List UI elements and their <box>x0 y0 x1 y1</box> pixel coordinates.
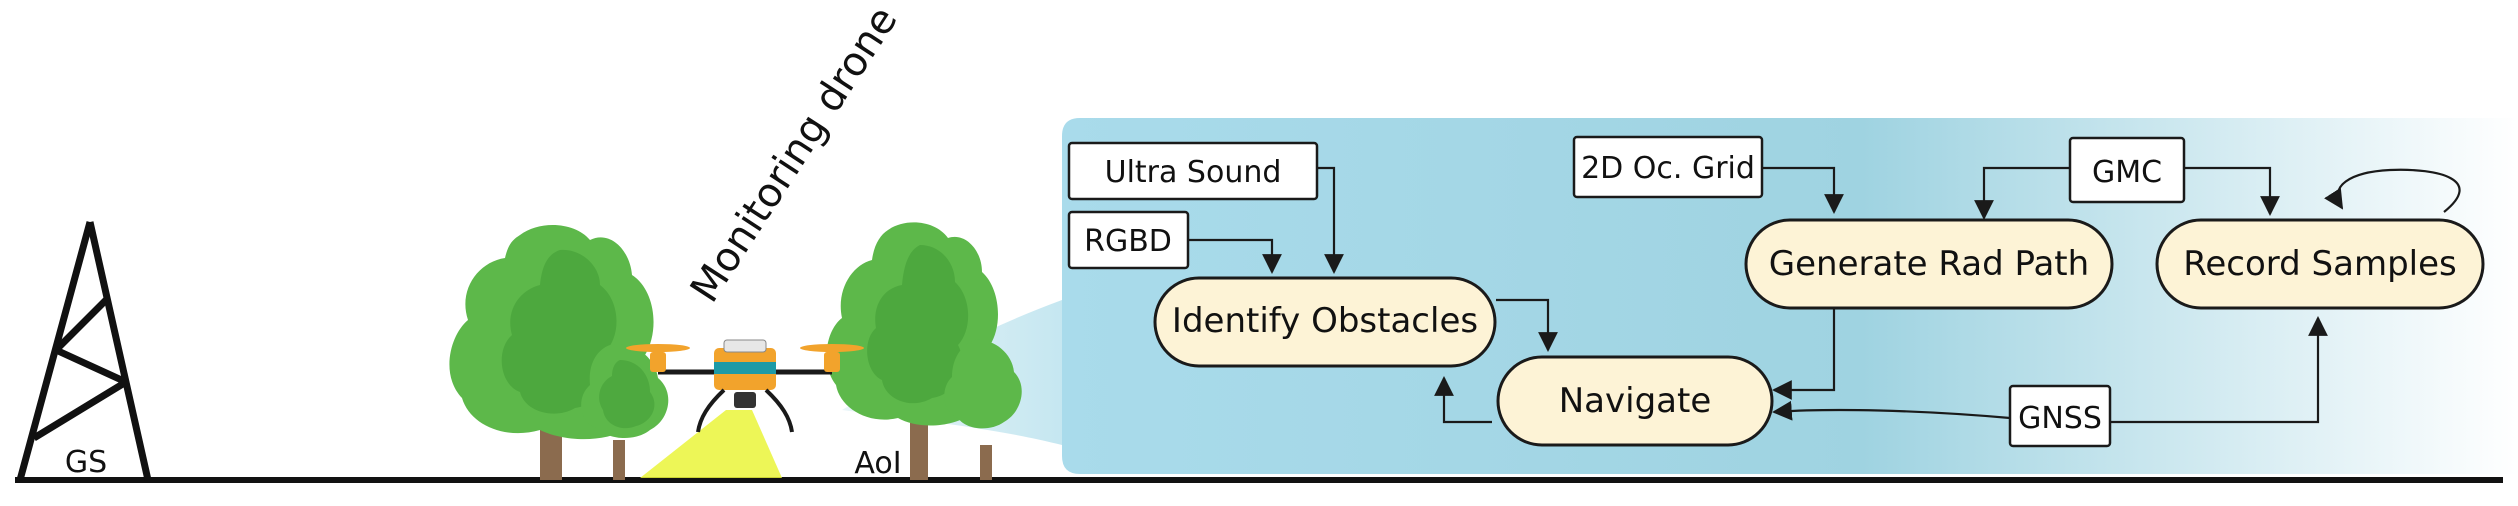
ground-station-tower <box>16 221 152 481</box>
ground-station-label: GS <box>65 445 107 480</box>
input-occupancy-grid-label: 2D Oc. Grid <box>1581 151 1755 186</box>
arrow-gnss-to-record <box>2110 316 2328 424</box>
arrow-gmc-to-record <box>2184 166 2280 216</box>
process-identify-obstacles: Identify Obstacles <box>1153 276 1497 368</box>
input-gnss-label: GNSS <box>2018 401 2102 436</box>
arrow-ultrasound-to-identify <box>1317 166 1344 274</box>
arrow-identify-to-navigate <box>1496 298 1558 352</box>
process-navigate: Navigate <box>1496 355 1774 447</box>
process-generate-path-label: Generate Rad Path <box>1769 244 2089 284</box>
arrow-navigate-to-identify <box>1434 376 1492 424</box>
input-ultra-sound: Ultra Sound <box>1067 141 1319 201</box>
input-occupancy-grid: 2D Oc. Grid <box>1572 135 1764 199</box>
arrow-grid-to-generate <box>1762 166 1844 214</box>
connectors <box>1188 166 2461 424</box>
input-rgbd: RGBD <box>1067 210 1190 270</box>
process-record-samples-label: Record Samples <box>2183 244 2456 284</box>
arrow-gnss-to-navigate <box>1772 400 2011 421</box>
input-rgbd-label: RGBD <box>1084 224 1172 259</box>
input-gmc: GMC <box>2068 136 2186 204</box>
arrow-record-self-loop <box>2324 168 2461 213</box>
monitoring-drone-icon <box>626 339 864 433</box>
process-record-samples: Record Samples <box>2155 218 2485 310</box>
input-gmc-label: GMC <box>2092 155 2162 190</box>
tree-cluster-left <box>449 224 669 480</box>
arrow-generate-to-navigate <box>1772 308 1836 400</box>
input-gnss: GNSS <box>2008 384 2112 448</box>
arrow-gmc-to-generate <box>1974 166 2070 220</box>
tree-cluster-right <box>826 222 1022 480</box>
input-ultra-sound-label: Ultra Sound <box>1105 155 1282 190</box>
drone-light-beam <box>640 410 782 478</box>
process-generate-path: Generate Rad Path <box>1744 218 2114 310</box>
arrow-rgbd-to-identify <box>1188 238 1282 274</box>
process-navigate-label: Navigate <box>1559 381 1712 421</box>
aoi-label: AoI <box>854 446 901 481</box>
process-identify-obstacles-label: Identify Obstacles <box>1172 301 1478 341</box>
